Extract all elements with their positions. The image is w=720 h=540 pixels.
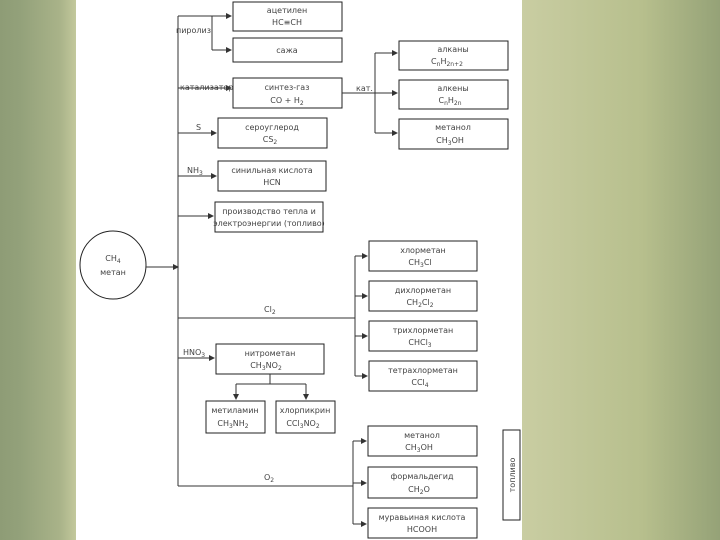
label-pyrolysis: пиролиз bbox=[176, 26, 211, 35]
svg-text:CHCl3: CHCl3 bbox=[408, 338, 431, 349]
box-nitromethane bbox=[215, 343, 325, 375]
svg-text:трихлорметан: трихлорметан bbox=[393, 326, 454, 335]
methane-formula: CH bbox=[105, 254, 117, 263]
svg-text:CH3OH: CH3OH bbox=[405, 443, 433, 454]
vertical-fuel-label: топливо bbox=[508, 458, 517, 493]
label-o2: O bbox=[264, 473, 270, 482]
box-chloromethane bbox=[368, 240, 478, 272]
box-trichloromethane bbox=[368, 320, 478, 352]
svg-text:хлорметан: хлорметан bbox=[400, 246, 446, 255]
svg-text:ацетилен: ацетилен bbox=[267, 6, 307, 15]
svg-text:электроэнергии (топливо): электроэнергии (топливо) bbox=[213, 219, 325, 228]
label-kat: кат. bbox=[356, 84, 373, 93]
svg-text:CnH2n+2: CnH2n+2 bbox=[431, 57, 463, 68]
box-chloropicrin bbox=[275, 400, 336, 434]
svg-text:CH4: CH4 bbox=[105, 254, 121, 265]
box-tetrachloromethane bbox=[368, 360, 478, 392]
svg-text:хлорпикрин: хлорпикрин bbox=[280, 406, 331, 415]
label-hno3: HNO bbox=[183, 348, 201, 357]
svg-text:CH3NH2: CH3NH2 bbox=[217, 419, 248, 430]
svg-text:тетрахлорметан: тетрахлорметан bbox=[388, 366, 458, 375]
svg-text:формальдегид: формальдегид bbox=[391, 472, 454, 481]
svg-text:NH3: NH3 bbox=[187, 166, 203, 177]
svg-text:производство тепла и: производство тепла и bbox=[222, 207, 316, 216]
svg-text:HNO3: HNO3 bbox=[183, 348, 205, 359]
svg-text:алканы: алканы bbox=[437, 45, 468, 54]
svg-text:CH2O: CH2O bbox=[408, 485, 430, 496]
svg-text:CO + H2: CO + H2 bbox=[270, 96, 304, 107]
svg-text:дихлорметан: дихлорметан bbox=[395, 286, 451, 295]
svg-text:CS2: CS2 bbox=[263, 135, 278, 146]
box-vertical-fuel bbox=[502, 429, 521, 521]
svg-text:CCl4: CCl4 bbox=[411, 378, 428, 389]
svg-text:CnH2n: CnH2n bbox=[438, 96, 461, 107]
svg-text:нитрометан: нитрометан bbox=[245, 349, 296, 358]
box-cs2 bbox=[217, 117, 328, 149]
box-acetylene bbox=[232, 1, 343, 32]
svg-text:CH3NO2: CH3NO2 bbox=[250, 361, 282, 372]
svg-text:HCOOH: HCOOH bbox=[407, 525, 437, 534]
box-fuel bbox=[214, 201, 324, 233]
label-nh3: NH bbox=[187, 166, 199, 175]
svg-text:HC≡CH: HC≡CH bbox=[272, 18, 302, 27]
svg-text:метанол: метанол bbox=[435, 123, 471, 132]
box-methylamine bbox=[205, 400, 266, 434]
svg-text:метиламин: метиламин bbox=[211, 406, 258, 415]
slide-background-right bbox=[522, 0, 720, 540]
box-formaldehyde bbox=[367, 466, 478, 499]
svg-text:Cl2: Cl2 bbox=[264, 305, 276, 316]
label-catalyst: катализатор bbox=[180, 83, 233, 92]
svg-text:сероуглерод: сероуглерод bbox=[245, 123, 299, 132]
box-alkanes bbox=[398, 40, 509, 71]
svg-text:O2: O2 bbox=[264, 473, 274, 484]
label-cl2: Cl bbox=[264, 305, 272, 314]
svg-text:CCl3NO2: CCl3NO2 bbox=[286, 419, 320, 430]
box-dichloromethane bbox=[368, 280, 478, 312]
label-s: S bbox=[196, 123, 201, 132]
svg-text:синтез-газ: синтез-газ bbox=[265, 83, 310, 92]
box-soot bbox=[232, 37, 343, 63]
svg-text:CH3Cl: CH3Cl bbox=[408, 258, 431, 269]
methane-name: метан bbox=[100, 268, 126, 277]
box-formic-acid bbox=[367, 507, 478, 539]
svg-text:синильная кислота: синильная кислота bbox=[231, 166, 312, 175]
box-methanol-bottom bbox=[367, 425, 478, 457]
svg-text:муравьиная кислота: муравьиная кислота bbox=[379, 513, 466, 522]
methane-node bbox=[79, 230, 147, 300]
svg-text:алкены: алкены bbox=[437, 84, 468, 93]
svg-text:CH2Cl2: CH2Cl2 bbox=[406, 298, 433, 309]
svg-text:CH3OH: CH3OH bbox=[436, 136, 464, 147]
svg-text:HCN: HCN bbox=[263, 178, 281, 187]
box-methanol-top bbox=[398, 118, 509, 150]
box-hcn bbox=[217, 160, 327, 192]
svg-text:метанол: метанол bbox=[404, 431, 440, 440]
box-alkenes bbox=[398, 79, 509, 110]
svg-text:сажа: сажа bbox=[276, 46, 298, 55]
